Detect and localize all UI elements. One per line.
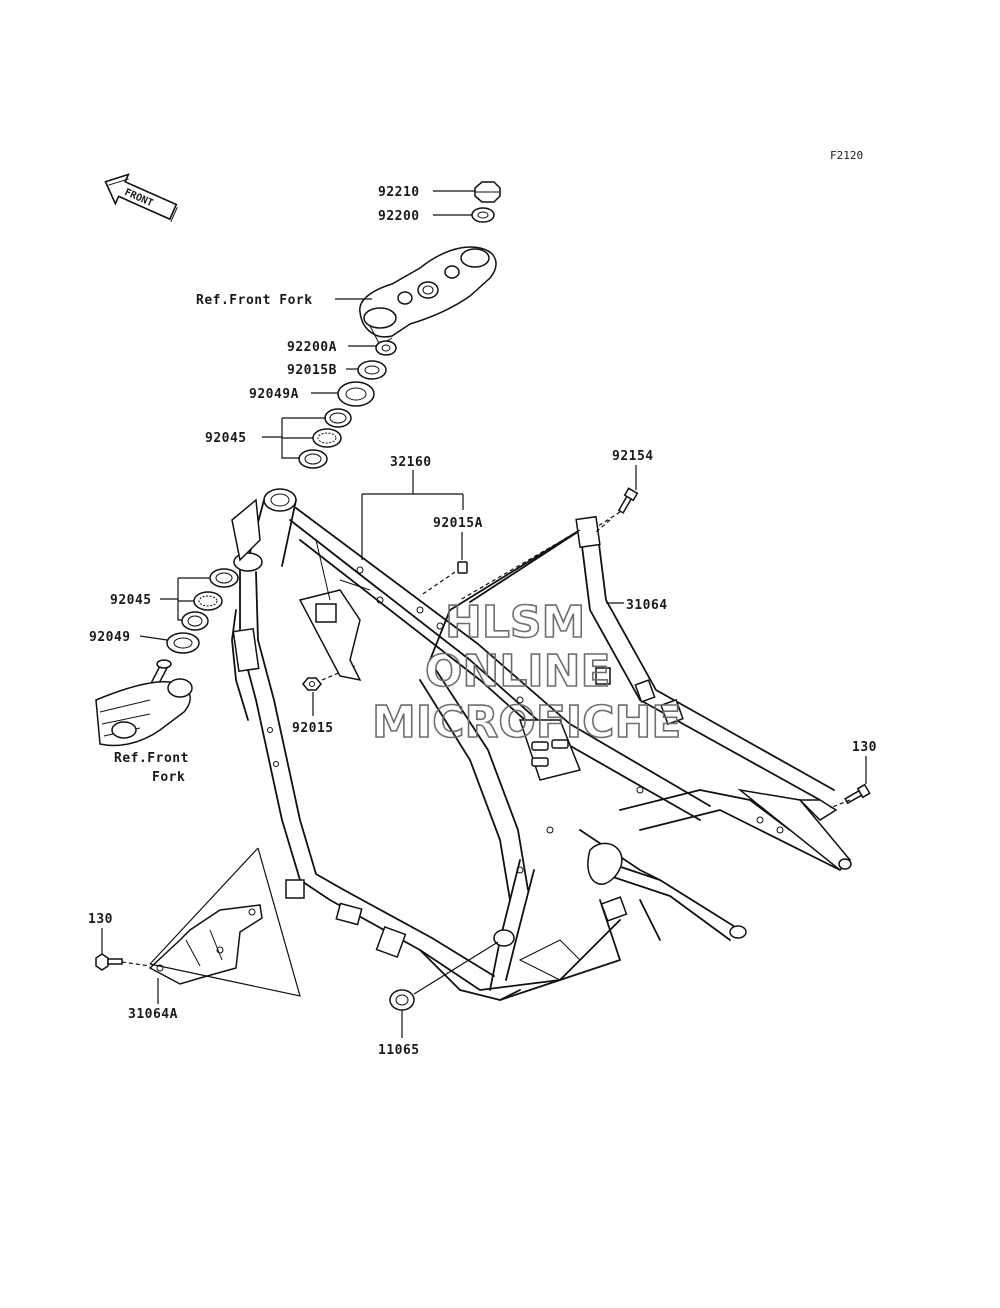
leader-92045-upper <box>262 417 326 459</box>
label-11065: 11065 <box>378 1043 420 1058</box>
label-130-right: 130 <box>852 740 877 755</box>
label-92200: 92200 <box>378 209 420 224</box>
leader-130-left-b <box>121 961 151 967</box>
front-direction-arrow-icon: FRONT <box>104 173 178 222</box>
seal-92049 <box>166 632 200 654</box>
washer-92200A <box>375 340 397 356</box>
stem-nut-92015B <box>357 360 387 380</box>
label-92045-lower: 92045 <box>110 593 152 608</box>
dashed-31064-mount <box>459 519 611 601</box>
main-frame-32160 <box>231 488 852 1001</box>
ref-front-fork-lower-line2: Fork <box>152 770 185 785</box>
bolt-92154 <box>617 487 639 514</box>
label-130-left: 130 <box>88 912 113 927</box>
label-92015A: 92015A <box>433 516 483 531</box>
bolt-130-right <box>844 783 871 805</box>
lower-triple-clamp-stem <box>95 659 193 747</box>
watermark-line2: ONLINE <box>425 646 611 697</box>
nut-92015 <box>302 677 322 691</box>
bracket-31064A <box>148 904 263 985</box>
leader-31064A-triangle <box>149 847 301 997</box>
watermark-line3: MICROFICHE <box>372 697 681 748</box>
leader-130-right-b <box>829 799 851 809</box>
upper-triple-clamp <box>359 246 497 346</box>
ref-front-fork-upper: Ref.Front Fork <box>196 293 313 308</box>
leader-92045-lower <box>160 577 210 621</box>
label-92015: 92015 <box>292 721 334 736</box>
stem-nut-92210 <box>474 181 501 203</box>
bearing-set-92045-upper <box>298 408 352 469</box>
label-92210: 92210 <box>378 185 420 200</box>
watermark: HLSM ONLINE MICROFICHE <box>371 596 682 749</box>
label-32160: 32160 <box>390 455 432 470</box>
washer-92200 <box>471 207 495 223</box>
label-92015B: 92015B <box>287 363 337 378</box>
leader-11065-b <box>413 941 499 995</box>
label-31064: 31064 <box>626 598 668 613</box>
leader-92049 <box>139 635 168 641</box>
watermark-line1: HLSM <box>445 597 585 648</box>
nut-92015A <box>457 561 468 574</box>
cap-11065 <box>389 989 415 1011</box>
ref-front-fork-lower-line1: Ref.Front <box>114 751 189 766</box>
label-92045-upper: 92045 <box>205 431 247 446</box>
bolt-130-left <box>95 953 123 971</box>
leader-92154-b <box>591 511 621 531</box>
seal-92049A <box>337 381 375 407</box>
figure-code: F2120 <box>830 149 863 162</box>
bearing-set-92045-lower <box>181 568 239 631</box>
leader-92015A-b <box>419 571 456 597</box>
label-31064A: 31064A <box>128 1007 178 1022</box>
label-92154: 92154 <box>612 449 654 464</box>
label-92049: 92049 <box>89 630 131 645</box>
label-92049A: 92049A <box>249 387 299 402</box>
label-92200A: 92200A <box>287 340 337 355</box>
leader-32160 <box>361 470 464 560</box>
